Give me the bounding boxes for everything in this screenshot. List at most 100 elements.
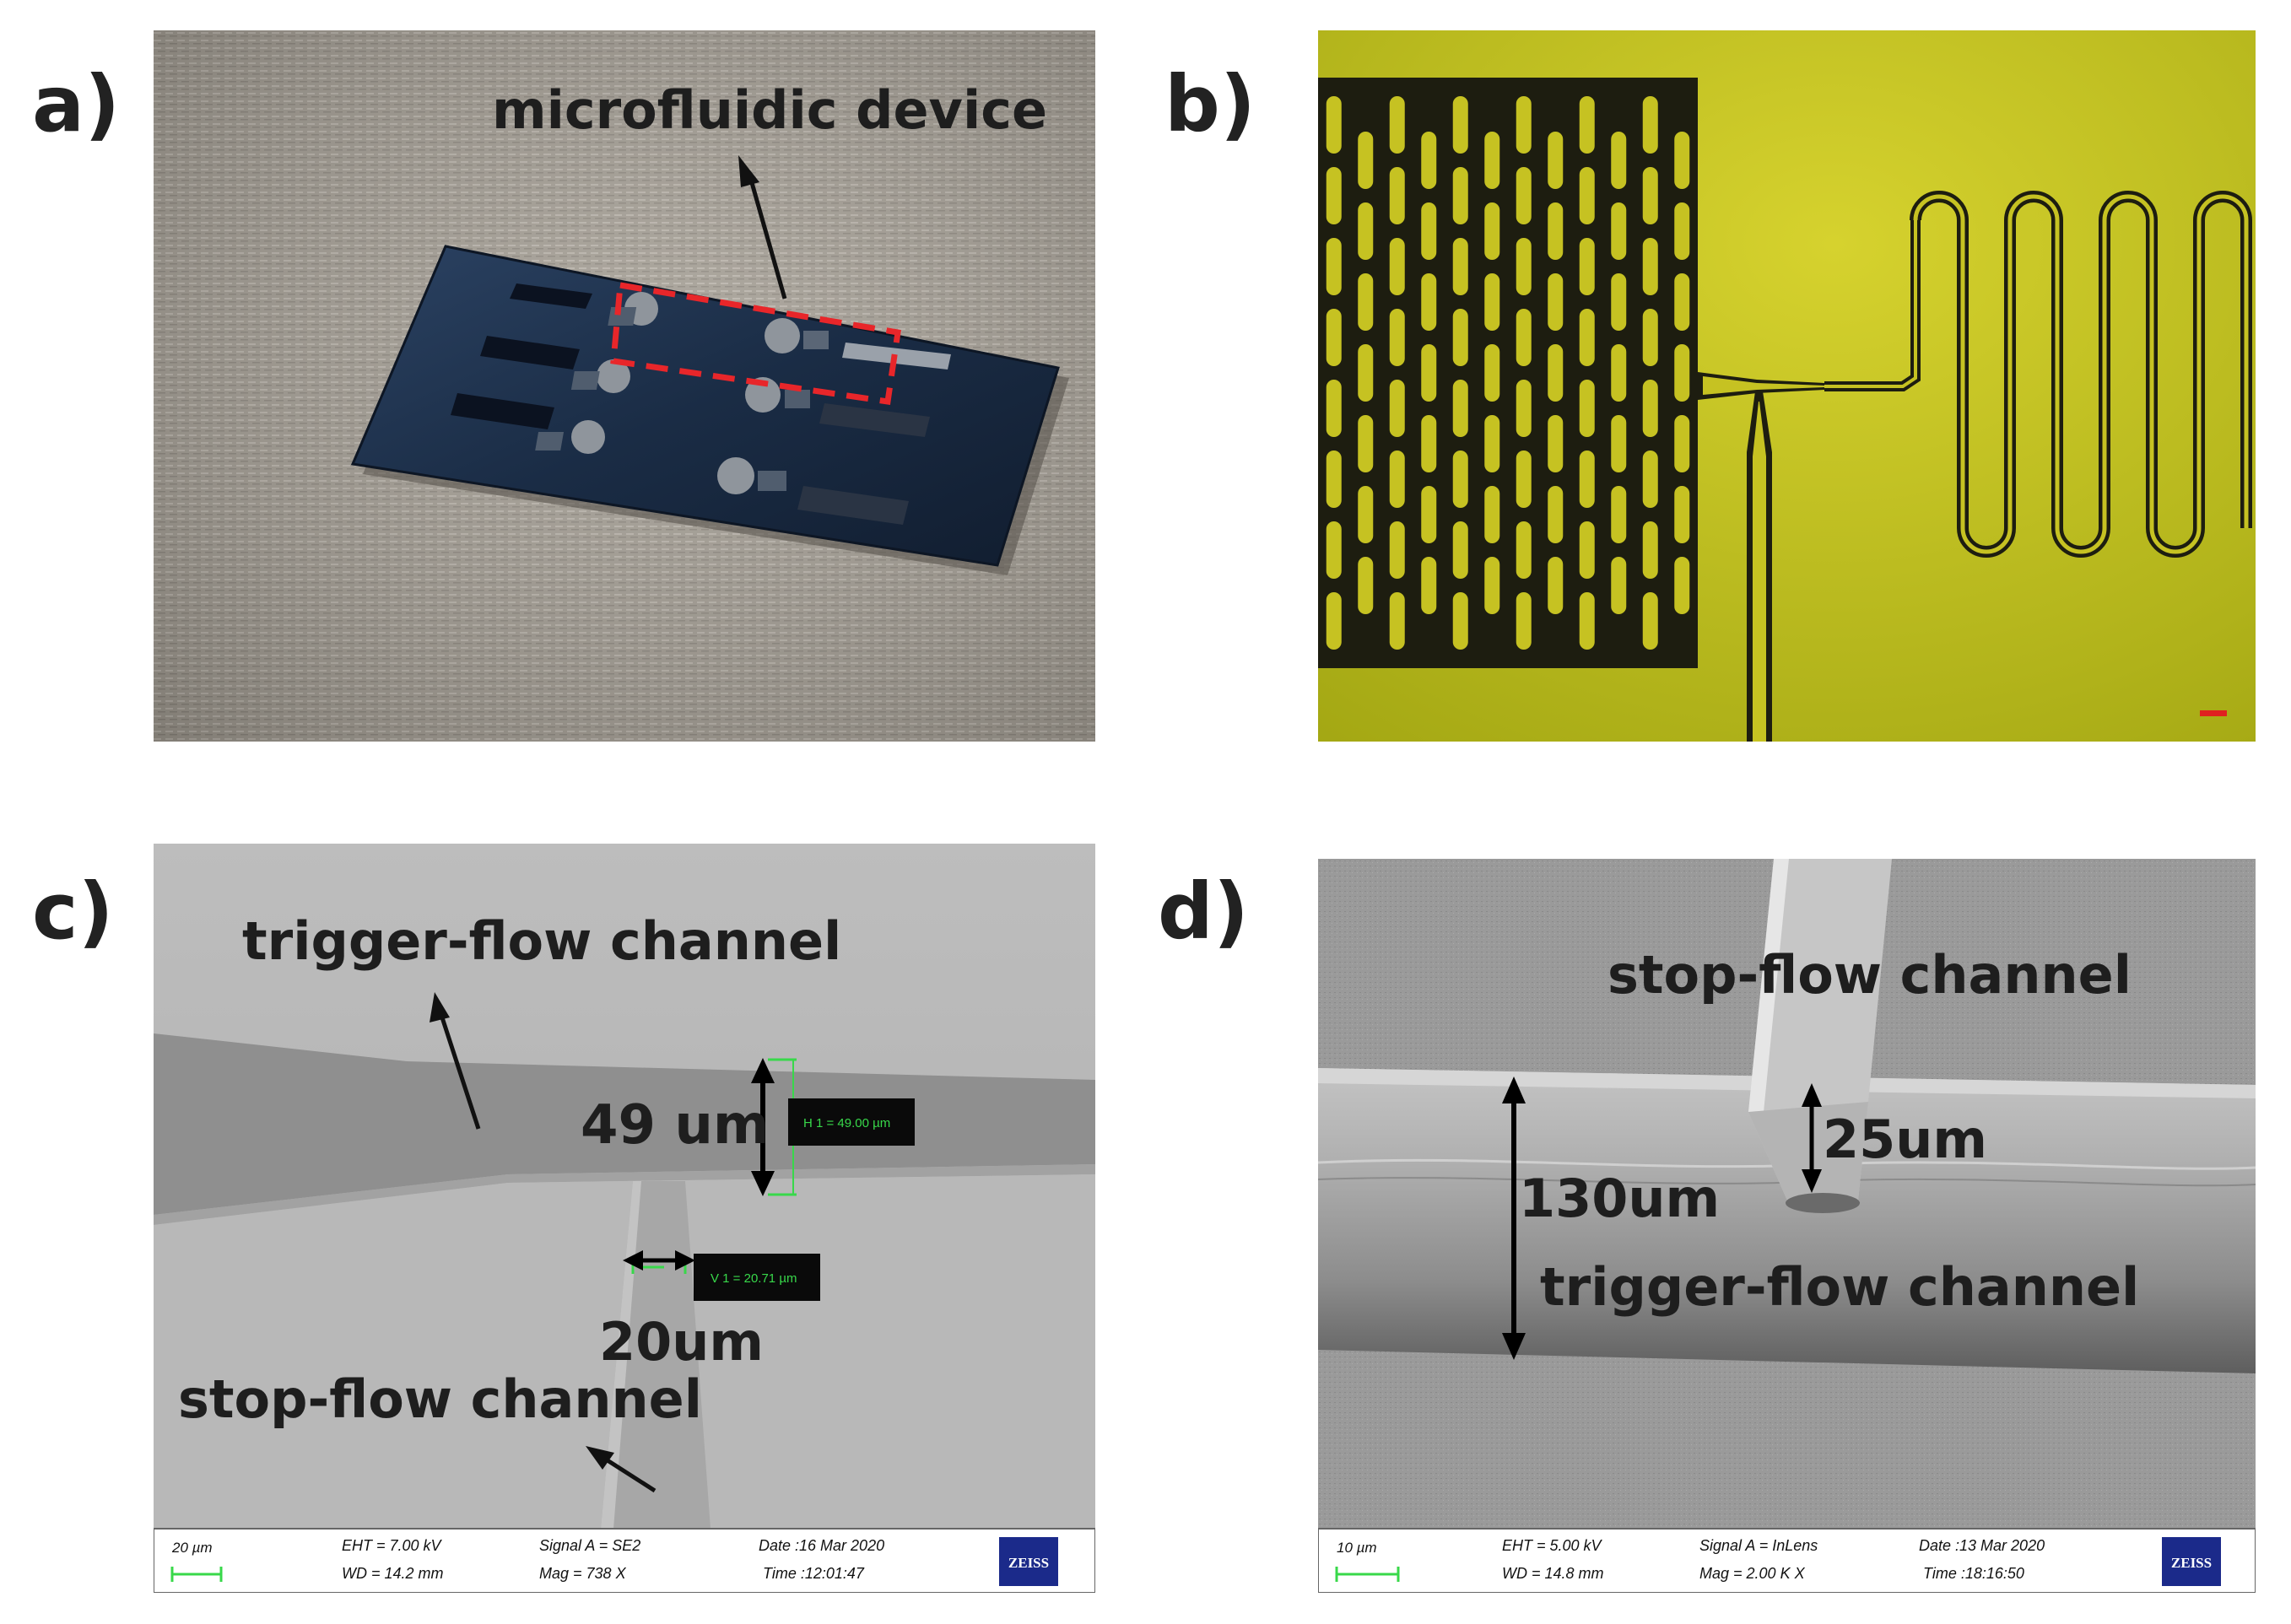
pillar-gap bbox=[1516, 309, 1532, 366]
pillar-gap bbox=[1548, 486, 1564, 543]
panel-c-sem: H 1 = 49.00 µm V 1 = 20.71 µm 20 µm EHT … bbox=[154, 844, 1095, 1593]
date-text: Date :16 Mar 2020 bbox=[759, 1537, 884, 1554]
sem-image-d: 10 µm EHT = 5.00 kV WD = 14.8 mm Signal … bbox=[1318, 859, 2256, 1593]
pillar-gap bbox=[1484, 202, 1500, 260]
wd-text-d: WD = 14.8 mm bbox=[1502, 1565, 1604, 1582]
pillar-gap bbox=[1579, 521, 1595, 579]
pillar-gap bbox=[1452, 451, 1468, 508]
trigger-flow-label-c: trigger-flow channel bbox=[242, 910, 842, 972]
pillar-gap bbox=[1326, 451, 1342, 508]
pillar-gap bbox=[1452, 238, 1468, 295]
scale-bar-text-d: 10 µm bbox=[1337, 1540, 1377, 1556]
pillar-gap bbox=[1516, 592, 1532, 650]
pillar-gap bbox=[1421, 273, 1437, 331]
chip bbox=[350, 245, 1060, 567]
height-label-c: 49 um bbox=[581, 1094, 770, 1157]
depth-label-d: 25um bbox=[1823, 1109, 1988, 1170]
signal-text: Signal A = SE2 bbox=[539, 1537, 640, 1554]
height-measure-tag: H 1 = 49.00 µm bbox=[803, 1116, 890, 1130]
zeiss-logo-d: ZEISS bbox=[2171, 1555, 2212, 1571]
pillar-gap bbox=[1358, 486, 1374, 543]
pillar-gap bbox=[1326, 167, 1342, 224]
pillar-gap bbox=[1642, 309, 1658, 366]
pillar-gap bbox=[1452, 96, 1468, 154]
pillar-gap bbox=[1421, 486, 1437, 543]
pillar-gap bbox=[1579, 380, 1595, 437]
pillar-gap bbox=[1358, 273, 1374, 331]
stop-flow-label-d: stop-flow channel bbox=[1607, 944, 2132, 1006]
pillar-gap bbox=[1516, 451, 1532, 508]
optical-micrograph-graphic bbox=[1318, 30, 2256, 742]
pillar-gap bbox=[1674, 557, 1690, 614]
microfluidic-device-label: microfluidic device bbox=[492, 79, 1047, 141]
pillar-gap bbox=[1642, 96, 1658, 154]
pillar-gap bbox=[1674, 132, 1690, 189]
pillar-gap bbox=[1326, 309, 1342, 366]
device-highlight-box bbox=[610, 281, 901, 405]
pillar-gap bbox=[1579, 451, 1595, 508]
pillar-gap bbox=[1611, 132, 1627, 189]
eht-text: EHT = 7.00 kV bbox=[342, 1537, 443, 1554]
pillar-gap bbox=[1548, 202, 1564, 260]
trigger-flow-label-d: trigger-flow channel bbox=[1540, 1256, 2140, 1318]
serpentine-channel bbox=[1913, 194, 2249, 554]
height-label-d: 130um bbox=[1519, 1168, 1721, 1229]
pillar-gap bbox=[1579, 167, 1595, 224]
device-photo-graphic bbox=[154, 30, 1095, 742]
pillar-gap bbox=[1484, 273, 1500, 331]
pillar-gap bbox=[1611, 202, 1627, 260]
panel-label-d: d) bbox=[1158, 866, 1249, 957]
pillar-gap bbox=[1611, 486, 1627, 543]
pillar-gap bbox=[1674, 486, 1690, 543]
pillar-gap bbox=[1358, 132, 1374, 189]
pillar-gap bbox=[1389, 380, 1405, 437]
pillar-gap bbox=[1421, 132, 1437, 189]
pillar-gap bbox=[1548, 557, 1564, 614]
pillar-gap bbox=[1642, 451, 1658, 508]
pillar-gap bbox=[1389, 451, 1405, 508]
pillar-gap bbox=[1642, 521, 1658, 579]
time-text: Time :12:01:47 bbox=[763, 1565, 865, 1582]
width-measure-tag: V 1 = 20.71 µm bbox=[711, 1271, 797, 1286]
trigger-flow-channel-d bbox=[1318, 1068, 2256, 1373]
pillar-gap bbox=[1674, 344, 1690, 402]
pillar-gap bbox=[1358, 202, 1374, 260]
panel-b-micrograph bbox=[1318, 30, 2256, 742]
mag-text: Mag = 738 X bbox=[539, 1565, 627, 1582]
pillar-gap bbox=[1389, 309, 1405, 366]
pillar-gap bbox=[1548, 344, 1564, 402]
pillar-gap bbox=[1421, 415, 1437, 472]
pillar-gap bbox=[1611, 344, 1627, 402]
panel-d-sem: 10 µm EHT = 5.00 kV WD = 14.8 mm Signal … bbox=[1318, 859, 2256, 1593]
pillar-gap bbox=[1484, 344, 1500, 402]
wd-text: WD = 14.2 mm bbox=[342, 1565, 444, 1582]
pillar-gap bbox=[1358, 344, 1374, 402]
pillar-gap bbox=[1452, 592, 1468, 650]
pillar-gap bbox=[1579, 309, 1595, 366]
pillar-gap bbox=[1579, 238, 1595, 295]
pillar-gap bbox=[1326, 592, 1342, 650]
pillar-gap bbox=[1642, 238, 1658, 295]
pillar-gap bbox=[1516, 238, 1532, 295]
zeiss-logo: ZEISS bbox=[1008, 1555, 1049, 1571]
sem-image-c: H 1 = 49.00 µm V 1 = 20.71 µm 20 µm EHT … bbox=[154, 844, 1095, 1593]
pillar-gap bbox=[1484, 557, 1500, 614]
signal-text-d: Signal A = InLens bbox=[1699, 1537, 1818, 1554]
time-text-d: Time :18:16:50 bbox=[1923, 1565, 2024, 1582]
pillar-gap bbox=[1611, 273, 1627, 331]
pillar-gap bbox=[1516, 167, 1532, 224]
width-label-c: 20um bbox=[599, 1311, 765, 1373]
pillar-gap bbox=[1611, 415, 1627, 472]
pillar-gap bbox=[1452, 167, 1468, 224]
panel-a-photo bbox=[154, 30, 1095, 742]
pillar-gap bbox=[1389, 96, 1405, 154]
pillar-gap bbox=[1674, 415, 1690, 472]
pillar-gap bbox=[1548, 132, 1564, 189]
pillar-gap bbox=[1579, 96, 1595, 154]
pillar-gap bbox=[1326, 521, 1342, 579]
pillar-gap bbox=[1579, 592, 1595, 650]
pillar-gap bbox=[1358, 557, 1374, 614]
pillar-gap bbox=[1389, 167, 1405, 224]
stop-flow-label-c: stop-flow channel bbox=[178, 1368, 702, 1430]
mag-text-d: Mag = 2.00 K X bbox=[1699, 1565, 1806, 1582]
